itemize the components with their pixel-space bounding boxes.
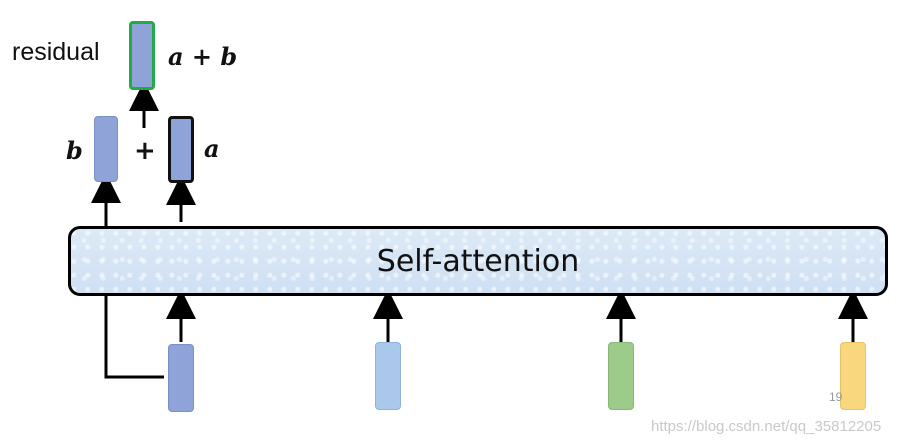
a-plus-b-label: a + b — [168, 42, 238, 71]
input-vector-3 — [608, 342, 634, 410]
vector-a — [168, 116, 194, 183]
residual-label: residual — [12, 38, 100, 66]
vector-b — [94, 116, 118, 182]
input-vector-2 — [375, 342, 401, 410]
self-attention-label: Self-attention — [376, 243, 580, 279]
input-vector-1 — [168, 344, 194, 412]
watermark-text: https://blog.csdn.net/qq_35812205 — [651, 418, 882, 435]
self-attention-block: Self-attention — [68, 226, 888, 296]
b-label: b — [66, 136, 83, 165]
input-vector-4 — [840, 342, 866, 410]
slide-number: 19 — [829, 390, 843, 404]
vector-a-plus-b — [129, 21, 155, 90]
plus-sign: + — [134, 136, 156, 166]
a-label: a — [204, 134, 220, 163]
